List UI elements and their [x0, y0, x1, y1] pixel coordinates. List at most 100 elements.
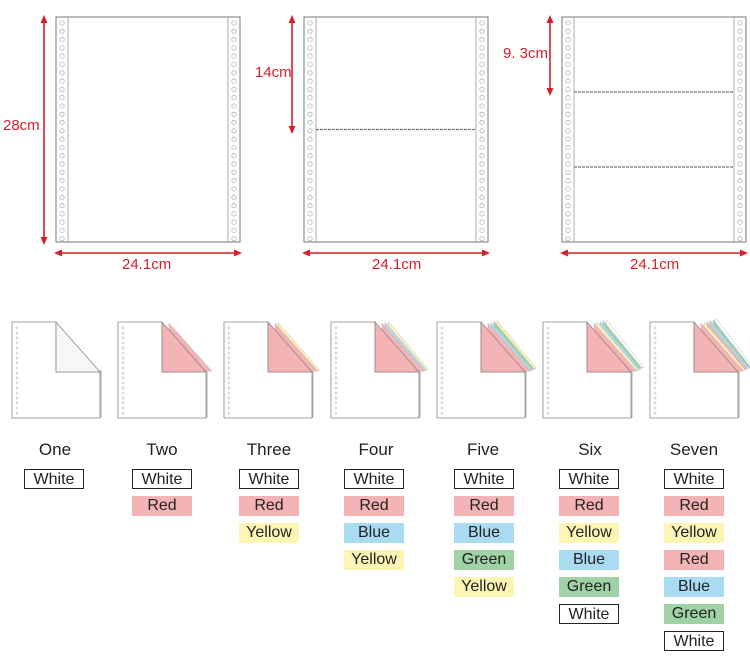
tractor-hole	[59, 236, 65, 242]
tractor-hole	[307, 45, 313, 51]
tractor-hole	[231, 37, 237, 43]
tractor-hole	[737, 211, 743, 217]
tractor-hole	[121, 336, 125, 340]
tractor-hole	[737, 194, 743, 200]
tractor-hole	[565, 236, 571, 242]
tractor-hole	[227, 376, 231, 380]
tractor-hole	[737, 111, 743, 117]
tractor-hole	[307, 211, 313, 217]
tractor-hole	[440, 396, 444, 400]
tractor-hole	[479, 194, 485, 200]
tractor-hole	[307, 153, 313, 159]
tractor-hole	[546, 331, 550, 335]
tractor-hole	[653, 386, 657, 390]
tractor-hole	[121, 401, 125, 405]
tractor-hole	[15, 406, 19, 410]
tractor-hole	[231, 28, 237, 34]
tractor-hole	[307, 203, 313, 209]
form-icon-flap	[374, 320, 420, 373]
tractor-hole	[231, 78, 237, 84]
tractor-hole	[121, 391, 125, 395]
tractor-hole	[121, 341, 125, 345]
format-1-width-label: 24.1cm	[122, 256, 172, 273]
tractor-hole	[307, 227, 313, 234]
tractor-hole	[565, 111, 571, 117]
tractor-hole	[307, 144, 313, 151]
tractor-hole	[565, 120, 571, 126]
tractor-hole	[334, 371, 338, 375]
tractor-hole	[440, 361, 444, 365]
tractor-hole	[307, 178, 313, 184]
tractor-hole	[653, 356, 657, 360]
tractor-hole	[15, 371, 19, 375]
form-icon-flap	[693, 320, 739, 373]
tractor-hole	[479, 236, 485, 242]
tractor-hole	[59, 37, 65, 43]
tractor-hole	[546, 356, 550, 360]
tractor-hole	[653, 366, 657, 370]
tractor-hole	[227, 391, 231, 395]
tractor-hole	[307, 161, 313, 167]
tractor-hole	[546, 401, 550, 405]
tractor-hole	[546, 411, 550, 415]
tractor-hole	[59, 136, 65, 142]
tractor-hole	[737, 186, 743, 192]
tractor-hole	[59, 153, 65, 159]
tractor-hole	[334, 391, 338, 395]
tractor-hole	[121, 381, 125, 385]
tractor-hole	[737, 136, 743, 142]
tractor-hole	[59, 144, 65, 151]
tractor-hole	[121, 331, 125, 335]
tractor-hole	[737, 236, 743, 242]
tractor-hole	[59, 103, 65, 109]
tractor-hole	[546, 386, 550, 390]
ply-seven-sheet-4: Red	[664, 550, 724, 570]
tractor-hole	[479, 161, 485, 167]
tractor-hole	[440, 326, 444, 330]
tractor-hole	[737, 37, 743, 43]
tractor-hole	[231, 203, 237, 209]
tractor-hole	[479, 95, 485, 101]
tractor-hole	[307, 61, 313, 68]
tractor-hole	[59, 211, 65, 217]
tractor-hole	[546, 326, 550, 330]
tractor-hole	[479, 70, 485, 76]
tractor-hole	[121, 361, 125, 365]
tractor-hole	[479, 45, 485, 51]
tractor-hole	[653, 331, 657, 335]
tractor-hole	[15, 386, 19, 390]
tractor-hole	[479, 61, 485, 68]
tractor-hole	[227, 366, 231, 370]
tractor-hole	[546, 391, 550, 395]
tractor-hole	[307, 128, 313, 134]
tractor-hole	[231, 219, 237, 225]
form-sheet-1	[55, 16, 241, 243]
tractor-hole	[121, 351, 125, 355]
ply-name-four: Four	[358, 440, 394, 459]
tractor-hole	[231, 103, 237, 109]
tractor-hole	[546, 376, 550, 380]
tractor-hole	[307, 120, 313, 126]
tractor-hole	[121, 366, 125, 370]
tractor-hole	[737, 219, 743, 225]
ply-six-sheet-4: Blue	[559, 550, 619, 570]
tractor-hole	[737, 227, 743, 234]
form-sheet-3	[561, 16, 747, 243]
tractor-hole	[121, 406, 125, 410]
tractor-hole	[565, 136, 571, 142]
tractor-hole	[737, 95, 743, 101]
tractor-hole	[737, 28, 743, 34]
tractor-hole	[231, 161, 237, 167]
tractor-hole	[59, 194, 65, 200]
tractor-hole	[737, 20, 743, 26]
tractor-hole	[653, 401, 657, 405]
tractor-hole	[479, 178, 485, 184]
tractor-hole	[653, 326, 657, 330]
tractor-hole	[307, 86, 313, 92]
tractor-hole	[334, 336, 338, 340]
tractor-hole	[737, 169, 743, 175]
tractor-hole	[565, 70, 571, 76]
tractor-hole	[440, 331, 444, 335]
tractor-hole	[334, 376, 338, 380]
tractor-hole	[59, 20, 65, 26]
